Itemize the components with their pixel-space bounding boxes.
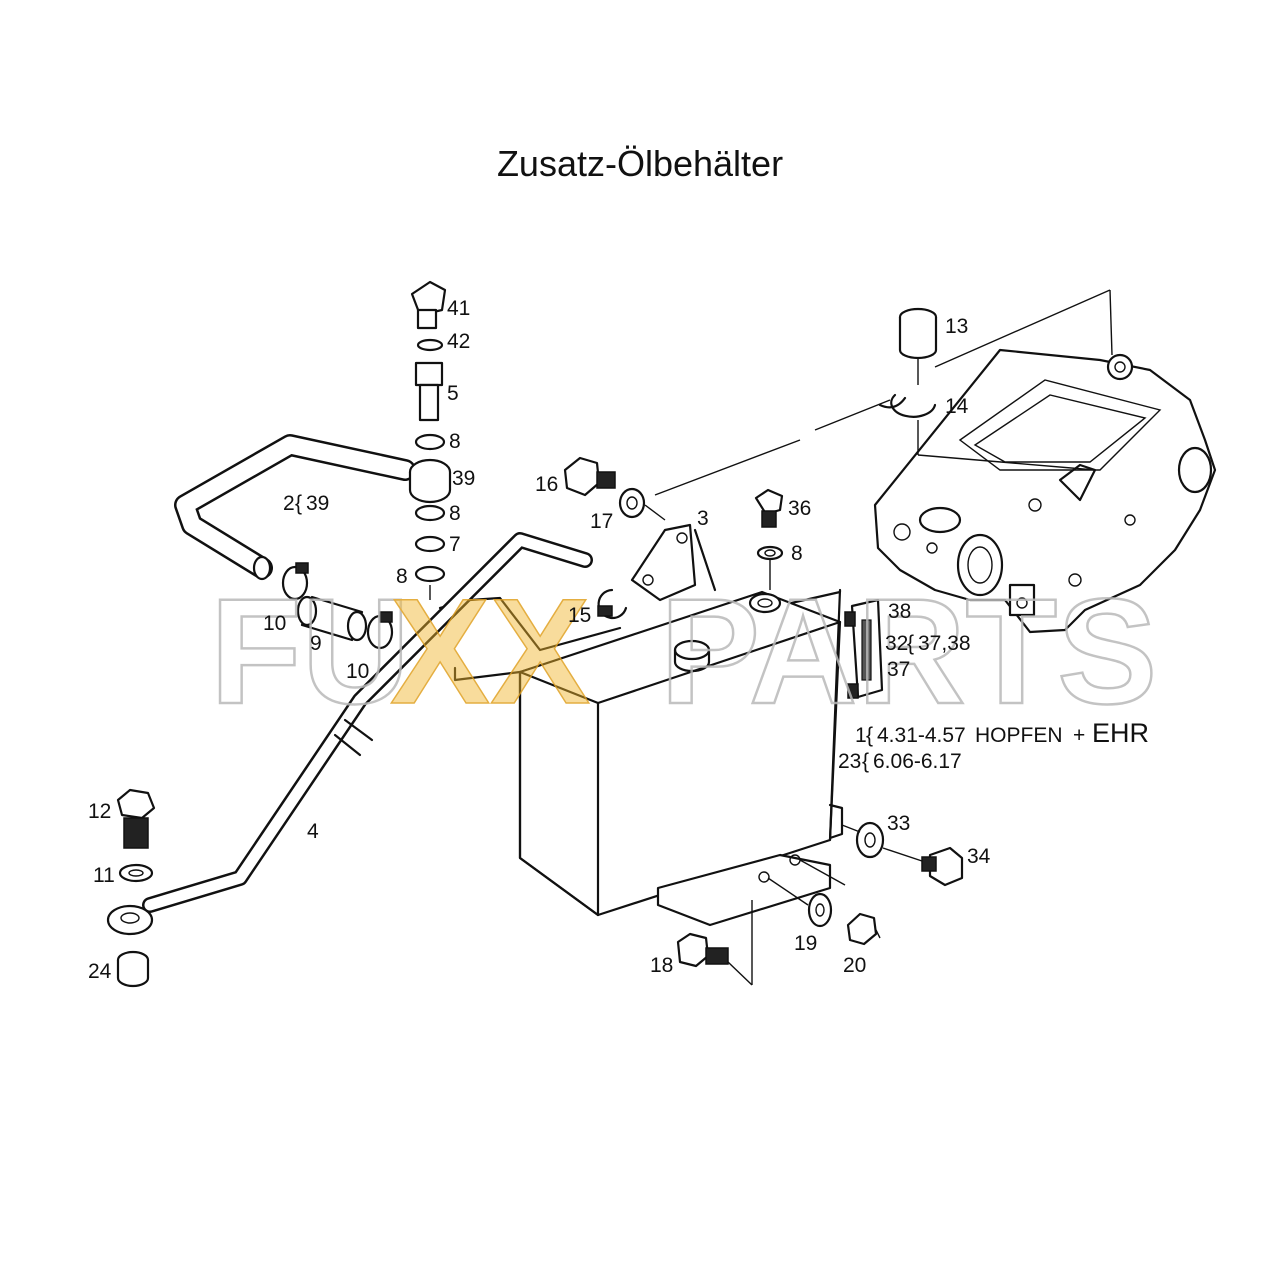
pipe-end-fitting [106,788,156,988]
label-20: 20 [843,954,866,977]
label-2-bracket: { [295,492,302,515]
label-39: 39 [452,467,475,490]
note-1-text: HOPFEN [975,724,1063,747]
label-17: 17 [590,510,613,533]
note-1-range: 4.31-4.57 [877,724,966,747]
diagram-title: Zusatz-Ölbehälter [497,143,783,184]
label-42: 42 [447,330,470,353]
label-33: 33 [887,812,910,835]
label-8c: 8 [396,565,408,588]
plug-36 [754,488,784,590]
label-10b: 10 [346,660,369,683]
label-38: 38 [888,600,911,623]
label-4: 4 [307,820,319,843]
label-19: 19 [794,932,817,955]
note-1-bracket: { [866,724,873,747]
level-gauge [844,598,884,699]
label-10a: 10 [263,612,286,635]
part-labels: 41 42 5 8 39 8 7 8 2 { 39 10 9 10 16 17 … [88,297,991,983]
label-32: 32 [885,632,908,655]
banjo-fitting-stack [408,280,452,600]
outlet-hardware [841,821,964,887]
label-24: 24 [88,960,112,983]
note-23-bracket: { [862,750,869,773]
filter-13 [878,289,1113,471]
label-18: 18 [650,954,673,977]
label-7: 7 [449,533,461,556]
label-3: 3 [697,507,709,530]
label-12: 12 [88,800,111,823]
label-36: 36 [788,497,811,520]
watermark: FU XX PARTS [209,566,1159,737]
pipe-and-hose [142,434,593,913]
label-32-ref: 37,38 [918,632,971,655]
note-23-range: 6.06-6.17 [873,750,962,773]
hydraulic-housing [873,348,1217,634]
bracket-hardware [676,859,881,986]
mounting-bracket [563,399,891,620]
label-8a: 8 [449,430,461,453]
note-1-number: 1 [855,724,867,747]
watermark-mid: XX [390,567,590,735]
note-23-number: 23 [838,750,861,773]
label-11: 11 [93,864,115,887]
label-8d: 8 [791,542,803,565]
note-1-ehr: EHR [1092,718,1149,748]
label-9: 9 [310,632,322,655]
label-8b: 8 [449,502,461,525]
watermark-right: PARTS [660,567,1157,735]
label-32-bracket: { [907,632,914,655]
label-13: 13 [945,315,968,338]
watermark-left: FU [210,567,410,735]
label-2-ref: 39 [306,492,329,515]
label-15: 15 [568,604,591,627]
label-5: 5 [447,382,459,405]
label-16: 16 [535,473,558,496]
label-34: 34 [967,845,991,868]
label-37: 37 [887,658,910,681]
label-14: 14 [945,395,969,418]
label-2: 2 [283,492,295,515]
label-41: 41 [447,297,470,320]
note-1-plus: + [1073,724,1085,747]
oil-tank [438,588,844,927]
variant-notes: 1 { 4.31-4.57 HOPFEN + EHR 23 { 6.06-6.1… [838,718,1149,773]
